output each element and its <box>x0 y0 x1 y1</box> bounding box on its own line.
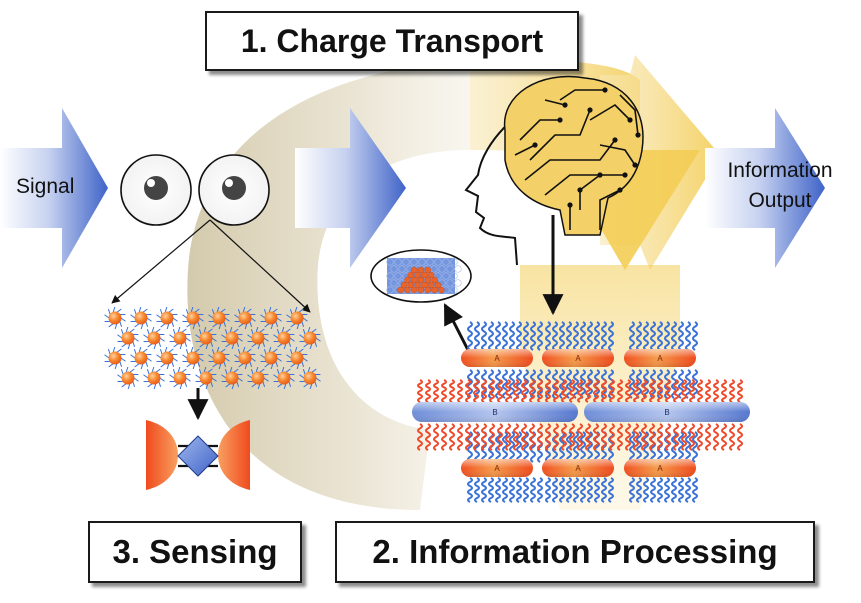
molecule-a: A <box>542 459 614 477</box>
molecule-label: A <box>657 354 663 363</box>
molecule-label: A <box>494 354 500 363</box>
molecule-b: B <box>584 402 750 422</box>
nanoparticle <box>130 307 151 329</box>
information-output-label: Information Output <box>705 156 855 216</box>
molecule-a: A <box>461 349 533 367</box>
molecule-label: A <box>575 354 581 363</box>
nanoparticle <box>143 367 164 389</box>
nanoparticle <box>104 347 125 369</box>
output-label-line2: Output <box>705 186 855 216</box>
title-information-processing: 2. Information Processing <box>335 521 815 583</box>
nanoparticle <box>143 327 164 349</box>
molecule-a: A <box>624 349 696 367</box>
title-charge-transport: 1. Charge Transport <box>205 11 579 71</box>
molecule-label: A <box>494 464 500 473</box>
nanoparticle <box>117 367 138 389</box>
nanoparticle <box>104 307 125 329</box>
molecule-label: A <box>657 464 663 473</box>
molecule-a: A <box>542 349 614 367</box>
nanoparticle <box>169 327 190 349</box>
eyes-icon <box>121 155 269 225</box>
molecule-b: B <box>412 402 578 422</box>
sensor-receptor-icon <box>146 420 250 490</box>
signal-label: Signal <box>16 172 74 202</box>
molecule-a: A <box>461 459 533 477</box>
nanoparticle <box>156 347 177 369</box>
molecule-label: A <box>575 464 581 473</box>
nanoparticle <box>156 307 177 329</box>
title-sensing: 3. Sensing <box>88 521 302 583</box>
nanoparticle <box>117 327 138 349</box>
output-label-line1: Information <box>705 156 855 186</box>
molecule-label: B <box>664 408 669 417</box>
nanostructure-inset <box>371 250 471 302</box>
nanoparticle <box>130 347 151 369</box>
nanoparticle <box>169 367 190 389</box>
molecule-a: A <box>624 459 696 477</box>
molecule-label: B <box>492 408 497 417</box>
processing-to-inset-arrow <box>445 305 468 350</box>
